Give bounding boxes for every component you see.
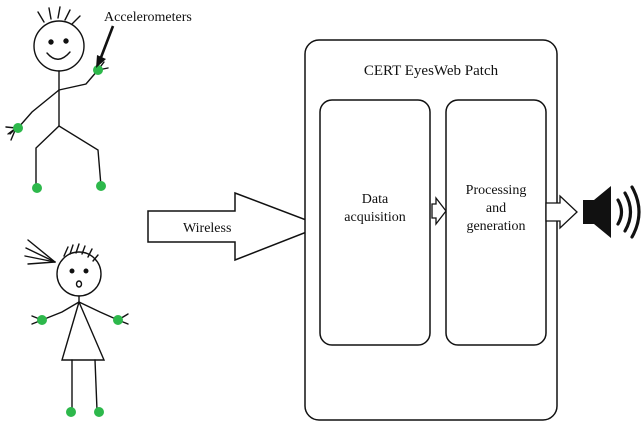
sensor-dot <box>96 181 106 191</box>
left-arm <box>17 89 60 129</box>
data-acquisition-label-line2: acquisition <box>344 210 405 225</box>
sensor-dot <box>113 315 123 325</box>
data-acquisition-label-line1: Data <box>362 192 389 207</box>
internal-arrow <box>431 196 447 226</box>
sensor-dot <box>13 123 23 133</box>
ponytail <box>24 239 56 265</box>
accelerometer-sensors-female <box>37 315 123 417</box>
sensor-dot <box>66 407 76 417</box>
left-leg <box>35 125 60 187</box>
sensor-dot <box>94 407 104 417</box>
processing-label-line2: and <box>486 201 506 216</box>
speaker-icon <box>583 185 641 239</box>
dress <box>61 299 106 361</box>
data-acquisition-box <box>319 99 431 346</box>
hair-spikes <box>37 6 81 25</box>
mouth <box>75 280 83 288</box>
right-arm <box>58 69 99 91</box>
stick-figure-male <box>5 6 109 187</box>
left-eye <box>69 268 75 274</box>
right-eye <box>83 268 89 274</box>
sensor-dot <box>32 183 42 193</box>
patch-title: CERT EyesWeb Patch <box>364 63 499 79</box>
accelerometers-label: Accelerometers <box>104 10 192 25</box>
accelerometers-pointer <box>96 25 115 68</box>
processing-label-line1: Processing <box>466 183 527 198</box>
head <box>56 251 102 297</box>
right-eye <box>63 38 69 44</box>
processing-label-line3: generation <box>466 219 525 234</box>
sensor-dot <box>93 65 103 75</box>
left-eye <box>48 39 54 45</box>
left-arm <box>41 301 80 321</box>
output-arrow <box>545 194 578 230</box>
smile <box>46 51 71 60</box>
right-leg <box>58 125 102 187</box>
head <box>33 20 85 72</box>
wireless-label: Wireless <box>183 221 231 236</box>
wireless-arrow <box>147 191 325 262</box>
right-leg <box>94 359 98 411</box>
right-arm <box>78 301 119 321</box>
accelerometer-sensors-male <box>13 65 106 193</box>
stick-figure-female <box>24 239 129 411</box>
processing-generation-box <box>445 99 547 346</box>
sensor-dot <box>37 315 47 325</box>
